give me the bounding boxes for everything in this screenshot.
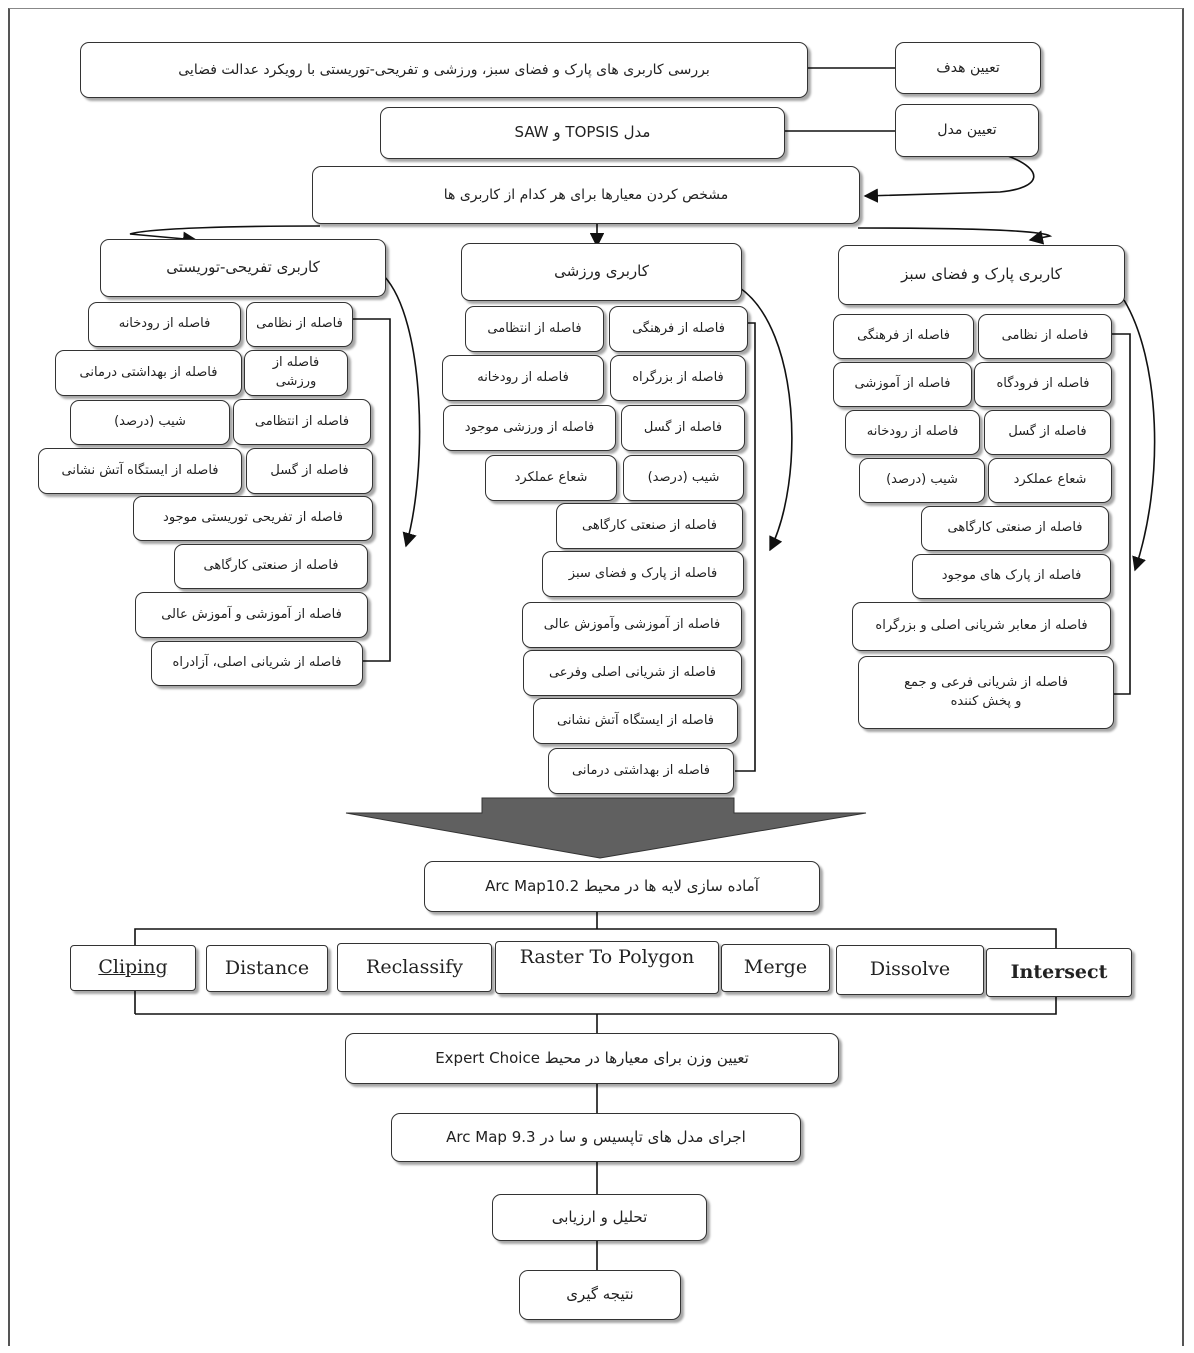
model-run-box: اجرای مدل های تاپسیس و سا در Arc Map 9.3 <box>391 1113 801 1162</box>
sport-loop-arrow <box>739 287 793 552</box>
model-text-box: مدل TOPSIS و SAW <box>380 107 785 159</box>
criterion-box: شعاع عملکرد <box>988 458 1112 503</box>
criterion-box: فاصله از صنعتی کارگاهی <box>174 544 368 589</box>
criterion-box: فاصله از معابر شریانی اصلی و بزرگراه <box>852 602 1111 651</box>
recreation-loop-arrow <box>383 275 421 548</box>
criterion-box: فاصله از بهداشتی درمانی <box>548 748 734 794</box>
tool-intersect: Intersect <box>986 948 1132 997</box>
sport-bracket <box>735 322 756 772</box>
criterion-box: شیب (درصد) <box>70 400 230 445</box>
criterion-box: فاصله از رودخانه <box>88 302 241 347</box>
criterion-box: شیب (درصد) <box>859 458 985 503</box>
criterion-box: فاصله از گسل <box>621 405 745 451</box>
criterion-box: فاصله از فرهنگی <box>609 306 748 352</box>
criterion-box: فاصله از رودخانه <box>845 410 980 455</box>
criterion-box: فاصله از تفریحی توریستی موجود <box>133 496 373 541</box>
figure-frame <box>8 8 1184 1346</box>
tool-dissolve: Dissolve <box>836 945 984 995</box>
prep-box: آماده سازی لایه ها در محیط Arc Map10.2 <box>424 861 820 912</box>
criterion-box: فاصله از فرودگاه <box>974 362 1112 407</box>
criterion-box: فاصله از صنعتی کارگاهی <box>556 503 743 549</box>
recreation-bracket <box>345 318 391 662</box>
model-to-criteria-arrow <box>863 155 1035 203</box>
criterion-box: فاصله از آموزشی و آموزش عالی <box>135 592 368 638</box>
criterion-box: فاصله از گسل <box>984 410 1111 455</box>
criterion-box: فاصله از آموزشی وآموزش عالی <box>522 602 742 648</box>
funnel-arrow <box>345 797 867 859</box>
tool-reclassify: Reclassify <box>337 943 492 992</box>
criterion-box: فاصله از ورزشی <box>244 350 348 396</box>
criterion-box: فاصله از آموزشی <box>833 362 972 407</box>
park-loop-arrow <box>1123 299 1156 572</box>
goal-text-box: بررسی کاربری های پارک و فضای سبز، ورزشی … <box>80 42 808 98</box>
criterion-box: فاصله از فرهنگی <box>833 314 974 359</box>
park-title-box: کاربری پارک و فضای سبز <box>838 245 1125 305</box>
criterion-box: فاصله از رودخانه <box>442 355 604 401</box>
model-label-box: تعیین مدل <box>895 104 1039 157</box>
goal-label-box: تعیین هدف <box>895 42 1041 94</box>
criterion-box: فاصله از بهداشتی درمانی <box>55 350 242 396</box>
criterion-box: فاصله از انتظامی <box>465 306 604 352</box>
criterion-box: فاصله از ایستگاه آتش نشانی <box>38 448 242 494</box>
analysis-box: تحلیل و ارزیابی <box>492 1194 707 1241</box>
criterion-box: فاصله از صنعتی کارگاهی <box>921 506 1109 551</box>
tool-merge: Merge <box>721 944 830 992</box>
recreation-title-box: کاربری تفریحی-توریستی <box>100 239 386 297</box>
criterion-box: فاصله از پارک های موجود <box>912 554 1111 599</box>
park-bracket <box>1110 333 1131 695</box>
criterion-box: فاصله از انتظامی <box>233 399 371 445</box>
sport-title-box: کاربری ورزشی <box>461 243 742 301</box>
criterion-box: فاصله از نظامی <box>246 302 353 347</box>
criteria-to-park-arrow <box>857 227 1053 245</box>
criterion-box: فاصله از نظامی <box>978 314 1112 359</box>
weighting-box: تعیین وزن برای معیارها در محیط Expert Ch… <box>345 1033 839 1084</box>
criterion-box: فاصله از بزرگراه <box>610 355 746 401</box>
criterion-box: شیب (درصد) <box>623 455 744 501</box>
criterion-box: فاصله از گسل <box>246 448 373 494</box>
criteria-box: مشخص کردن معیارها برای هر کدام از کاربری… <box>312 166 860 224</box>
criterion-box: فاصله از پارک و فضای سبز <box>542 551 744 597</box>
criteria-to-recreation-arrow <box>129 225 321 246</box>
tool-distance: Distance <box>206 945 328 992</box>
criterion-box: فاصله از ورزشی موجود <box>443 405 616 451</box>
criterion-box: شعاع عملکرد <box>485 455 617 501</box>
criterion-box: فاصله از شریانی فرعی و جمع و پخش کننده <box>858 656 1114 729</box>
model-text: مدل TOPSIS و SAW <box>514 123 651 142</box>
criterion-box: فاصله از شریانی اصلی، آزادراه <box>151 641 363 686</box>
result-box: نتیجه گیری <box>519 1270 681 1320</box>
criterion-box: فاصله از شریانی اصلی وفرعی <box>523 650 742 696</box>
criterion-box: فاصله از ایستگاه آتش نشانی <box>533 698 738 744</box>
tool-cliping: Cliping <box>70 945 196 991</box>
tool-raster-to-polygon: Raster To Polygon <box>495 941 719 994</box>
